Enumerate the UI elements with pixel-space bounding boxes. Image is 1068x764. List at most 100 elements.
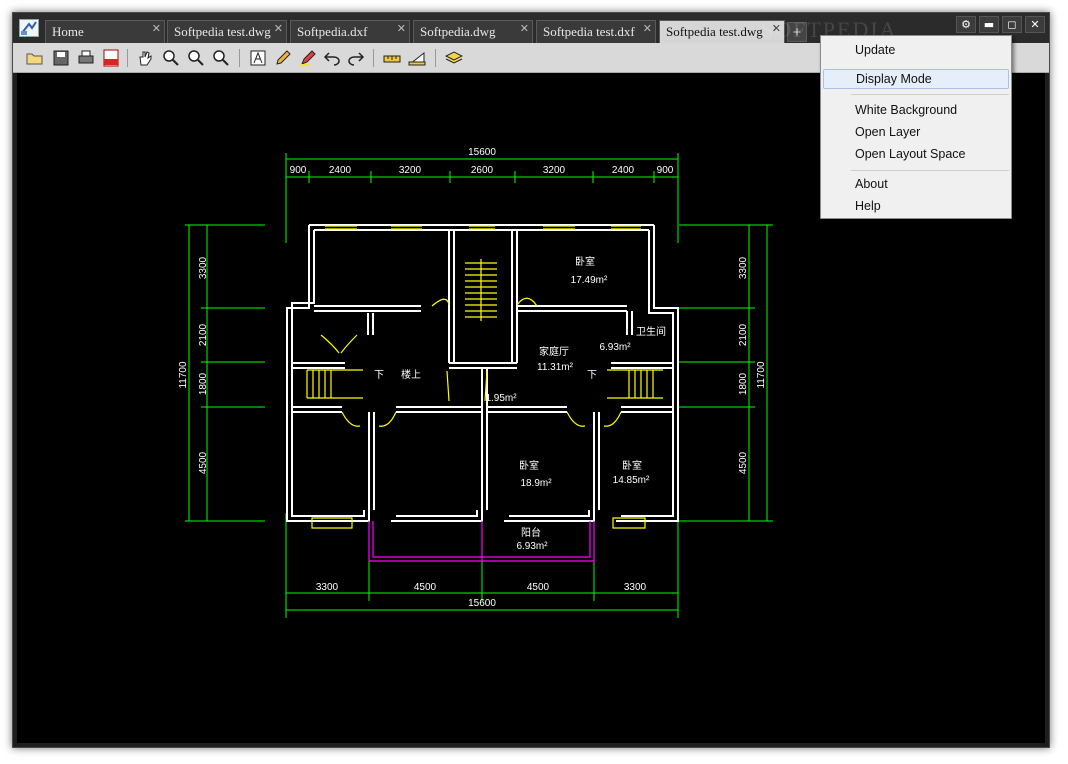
menu-item-update[interactable]: Update	[855, 43, 896, 57]
tab-softpedia-test-dwg-active[interactable]: Softpedia test.dwg ✕	[659, 20, 785, 43]
menu-separator	[851, 170, 1009, 171]
bottom-dim: 4500	[414, 582, 437, 593]
app-window: Home ✕ Softpedia test.dwg ✕ Softpedia.dx…	[12, 12, 1050, 748]
tab-home[interactable]: Home ✕	[45, 20, 165, 43]
dimension-lines	[185, 153, 773, 618]
measure-area-icon[interactable]	[407, 48, 427, 68]
layers-icon[interactable]	[444, 48, 464, 68]
room-name: 卧室	[519, 459, 539, 472]
menu-item-display-mode[interactable]: Display Mode	[823, 69, 1009, 89]
close-icon[interactable]: ✕	[151, 22, 161, 35]
tab-label: Softpedia test.dxf	[543, 24, 635, 39]
highlighter-icon[interactable]	[298, 48, 318, 68]
bottom-dim: 3300	[316, 582, 339, 593]
dimension-labels: 15600 900 2400 3200 2600 3200 2400 900 3…	[178, 147, 767, 609]
pencil-icon[interactable]	[273, 48, 293, 68]
menu-item-open-layout-space[interactable]: Open Layout Space	[855, 147, 966, 161]
room-area: 1.95m²	[485, 393, 517, 404]
settings-dropdown-menu: Update Display Mode White Background Ope…	[820, 35, 1012, 219]
toolbar-separator	[373, 49, 374, 67]
redo-icon[interactable]	[346, 48, 366, 68]
room-area: 11.31m²	[537, 362, 574, 373]
text-icon[interactable]	[248, 48, 268, 68]
room-area: 6.93m²	[516, 541, 548, 552]
tab-softpedia-test-dxf[interactable]: Softpedia test.dxf ✕	[536, 20, 656, 43]
bottom-dim: 4500	[527, 582, 550, 593]
window-controls: ⚙ ▬ ◻ ✕	[956, 16, 1045, 34]
app-logo-icon[interactable]	[19, 19, 39, 37]
room-name: 阳台	[521, 526, 541, 539]
print-icon[interactable]	[76, 48, 96, 68]
close-icon[interactable]: ✕	[273, 22, 283, 35]
left-dim: 4500	[198, 451, 209, 474]
bottom-dim: 3300	[624, 582, 647, 593]
close-button[interactable]: ✕	[1025, 16, 1045, 33]
walls	[286, 224, 679, 522]
tab-label: Softpedia.dwg	[420, 24, 496, 39]
top-dim: 2600	[471, 165, 494, 176]
toolbar-separator	[239, 49, 240, 67]
settings-gear-icon[interactable]: ⚙	[956, 16, 976, 33]
pan-icon[interactable]	[135, 48, 155, 68]
tab-softpedia-test-dwg[interactable]: Softpedia test.dwg ✕	[167, 20, 287, 43]
top-total-dim: 15600	[468, 147, 496, 158]
menu-separator	[851, 94, 1009, 95]
room-area: 18.9m²	[520, 478, 552, 489]
left-dim: 3300	[198, 256, 209, 279]
tab-softpedia-dwg[interactable]: Softpedia.dwg ✕	[413, 20, 533, 43]
room-name: 卫生间	[636, 325, 666, 338]
floor-plan-drawing: 15600 900 2400 3200 2600 3200 2400 900 3…	[178, 147, 773, 618]
close-icon[interactable]: ✕	[771, 22, 781, 35]
menu-item-about[interactable]: About	[855, 177, 888, 191]
zoom-window-icon[interactable]	[186, 48, 206, 68]
menu-item-help[interactable]: Help	[855, 199, 881, 213]
windows	[306, 225, 663, 529]
right-total-dim: 11700	[756, 361, 767, 389]
zoom-in-out-icon[interactable]	[161, 48, 181, 68]
left-dim: 2100	[198, 323, 209, 346]
toolbar-separator	[435, 49, 436, 67]
undo-icon[interactable]	[322, 48, 342, 68]
tab-softpedia-dxf[interactable]: Softpedia.dxf ✕	[290, 20, 410, 43]
menu-item-white-background[interactable]: White Background	[855, 103, 958, 117]
room-labels: 卧室 17.49m² 卫生间 6.93m² 家庭厅 11.31m² 楼上 下 下…	[374, 255, 666, 552]
tab-label: Softpedia.dxf	[297, 24, 368, 39]
toolbar-separator	[127, 49, 128, 67]
right-dim: 4500	[738, 451, 749, 474]
room-area: 6.93m²	[599, 342, 631, 353]
open-folder-icon[interactable]	[25, 48, 45, 68]
left-dim: 1800	[198, 372, 209, 395]
left-total-dim: 11700	[178, 361, 189, 389]
pdf-export-icon[interactable]	[101, 48, 121, 68]
room-name: 卧室	[622, 459, 642, 472]
top-dim: 2400	[329, 165, 352, 176]
new-tab-button[interactable]: +	[787, 22, 807, 42]
zoom-extents-icon[interactable]	[211, 48, 231, 68]
maximize-button[interactable]: ◻	[1002, 16, 1022, 33]
room-name: 下	[587, 370, 597, 381]
measure-distance-icon[interactable]	[382, 48, 402, 68]
right-dim: 2100	[738, 323, 749, 346]
bottom-total-dim: 15600	[468, 598, 496, 609]
tab-label: Home	[52, 24, 84, 39]
top-dim: 900	[290, 165, 307, 176]
title-bar: Home ✕ Softpedia test.dwg ✕ Softpedia.dx…	[13, 13, 1049, 43]
room-name: 楼上	[401, 368, 421, 381]
close-icon[interactable]: ✕	[519, 22, 529, 35]
right-dim: 1800	[738, 372, 749, 395]
top-dim: 900	[657, 165, 674, 176]
room-name: 家庭厅	[539, 345, 569, 358]
menu-item-open-layer[interactable]: Open Layer	[855, 125, 921, 139]
balcony-outline	[368, 521, 595, 562]
minimize-button[interactable]: ▬	[979, 16, 999, 33]
room-area: 14.85m²	[613, 475, 650, 486]
room-area: 17.49m²	[571, 275, 608, 286]
right-dim: 3300	[738, 256, 749, 279]
room-name: 下	[374, 370, 384, 381]
close-icon[interactable]: ✕	[396, 22, 406, 35]
top-dim: 3200	[543, 165, 566, 176]
close-icon[interactable]: ✕	[642, 22, 652, 35]
save-icon[interactable]	[51, 48, 71, 68]
tab-label: Softpedia test.dwg	[666, 24, 763, 39]
top-dim: 2400	[612, 165, 635, 176]
